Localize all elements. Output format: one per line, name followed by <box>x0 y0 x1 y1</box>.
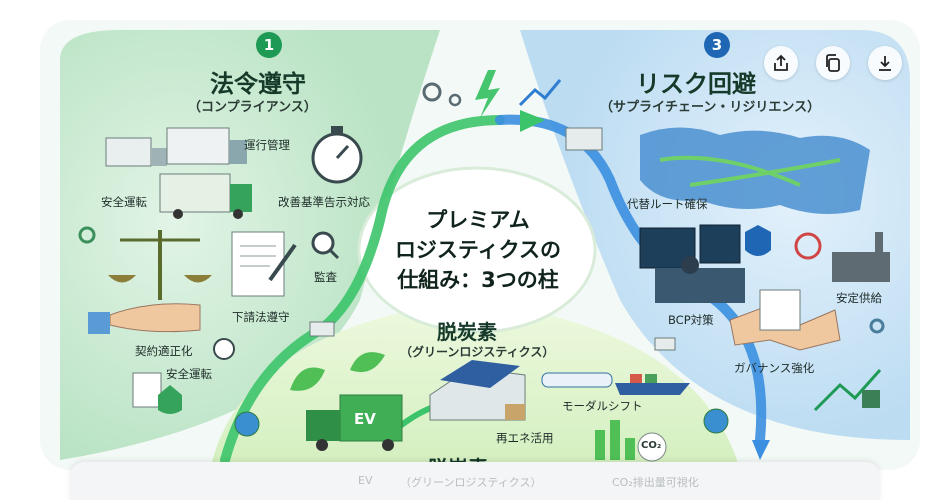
compliance-trucks <box>105 127 252 219</box>
risk-item-governance: ガバナンス強化 <box>734 361 815 375</box>
compliance-item-safe-driving: 安全運転 <box>101 195 147 209</box>
ev-truck-icon <box>306 394 403 451</box>
decarbon-item-renewables: 再エネ活用 <box>496 431 554 445</box>
handshake-icon <box>729 289 841 351</box>
factory-icon <box>832 232 890 282</box>
document-icon <box>231 231 297 297</box>
share-icon <box>774 54 788 71</box>
train-ship-icon <box>541 372 690 395</box>
solar-warehouse-icon <box>429 360 526 421</box>
gear-icon-left <box>78 226 96 244</box>
compliance-item-safe-driving-2: 安全運転 <box>166 367 212 381</box>
faded-subtitle-text: （グリーンロジスティクス） <box>400 476 542 489</box>
center-title-line-3: 仕組み：3つの柱 <box>397 268 559 292</box>
compliance-title: 法令遵守 <box>210 70 306 98</box>
gear-icon <box>422 82 442 102</box>
faded-co2-text: CO₂排出量可視化 <box>612 476 699 489</box>
compliance-item-improvement: 改善基準告示対応 <box>278 195 370 209</box>
chart-up-icon <box>813 369 882 412</box>
globe-icon-left <box>234 411 260 437</box>
leaf-icon <box>290 352 385 391</box>
decarbon-subtitle: （グリーンロジスティクス） <box>400 345 555 359</box>
decarbon-title: 脱炭素 <box>437 320 497 344</box>
lightning-icon <box>475 70 500 118</box>
risk-item-stable-supply: 安定供給 <box>836 291 882 305</box>
prohibited-icon <box>794 232 822 260</box>
control-monitors <box>639 224 745 303</box>
center-title: プレミアム ロジスティクスの 仕組み：3つの柱 <box>380 205 576 295</box>
risk-subtitle: （サプライチェーン・リジリエンス） <box>600 100 821 115</box>
small-truck-icon <box>309 321 335 337</box>
risk-item-alt-route: 代替ルート確保 <box>627 197 708 211</box>
co2-label: CO₂ <box>641 440 662 451</box>
trend-icon <box>518 79 562 107</box>
world-map <box>640 127 870 214</box>
checklist-icon <box>132 372 182 414</box>
risk-item-bcp: BCP対策 <box>668 313 714 327</box>
download-button[interactable] <box>868 46 902 80</box>
center-oval <box>357 166 597 334</box>
faded-ev-text: EV <box>358 474 373 487</box>
compliance-item-audit: 監査 <box>314 270 337 284</box>
copy-icon <box>826 54 840 72</box>
globe-icon-right <box>703 408 729 434</box>
co2-chart-icon <box>595 420 667 462</box>
center-title-line-1: プレミアム <box>426 208 530 232</box>
compliance-item-contract: 契約適正化 <box>135 344 193 358</box>
risk-title: リスク回避 <box>636 70 756 98</box>
green-arrow <box>220 115 505 465</box>
decarbon-item-modal-shift: モーダルシフト <box>562 399 643 413</box>
compliance-subtitle: （コンプライアンス） <box>188 100 317 115</box>
bottom-bar: EV （グリーンロジスティクス） CO₂排出量可視化 <box>70 462 880 500</box>
compliance-item-subcontract: 下請法遵守 <box>232 310 290 324</box>
check-circle-icon <box>213 338 235 360</box>
arrow-head-top <box>520 110 545 132</box>
stopwatch-icon <box>311 126 363 184</box>
hand-icon <box>88 303 201 334</box>
pillar-3-badge: 3 <box>704 32 730 58</box>
download-icon <box>879 56 891 71</box>
pillar-1-badge: 1 <box>256 32 282 58</box>
gear-icon-right <box>869 318 885 334</box>
center-title-line-2: ロジスティクスの <box>394 238 562 262</box>
copy-button[interactable] <box>816 46 850 80</box>
compliance-item-operation: 運行管理 <box>244 138 290 152</box>
risk-small-truck-icon <box>654 337 676 351</box>
shield-icon <box>745 225 771 256</box>
share-button[interactable] <box>764 46 798 80</box>
arrow-head-bottom <box>752 440 770 460</box>
risk-truck-icon <box>565 127 603 151</box>
scales-icon <box>108 230 212 300</box>
ev-truck-label: EV <box>354 410 376 428</box>
magnifier-icon <box>311 231 340 260</box>
gear-icon-small <box>448 93 462 107</box>
